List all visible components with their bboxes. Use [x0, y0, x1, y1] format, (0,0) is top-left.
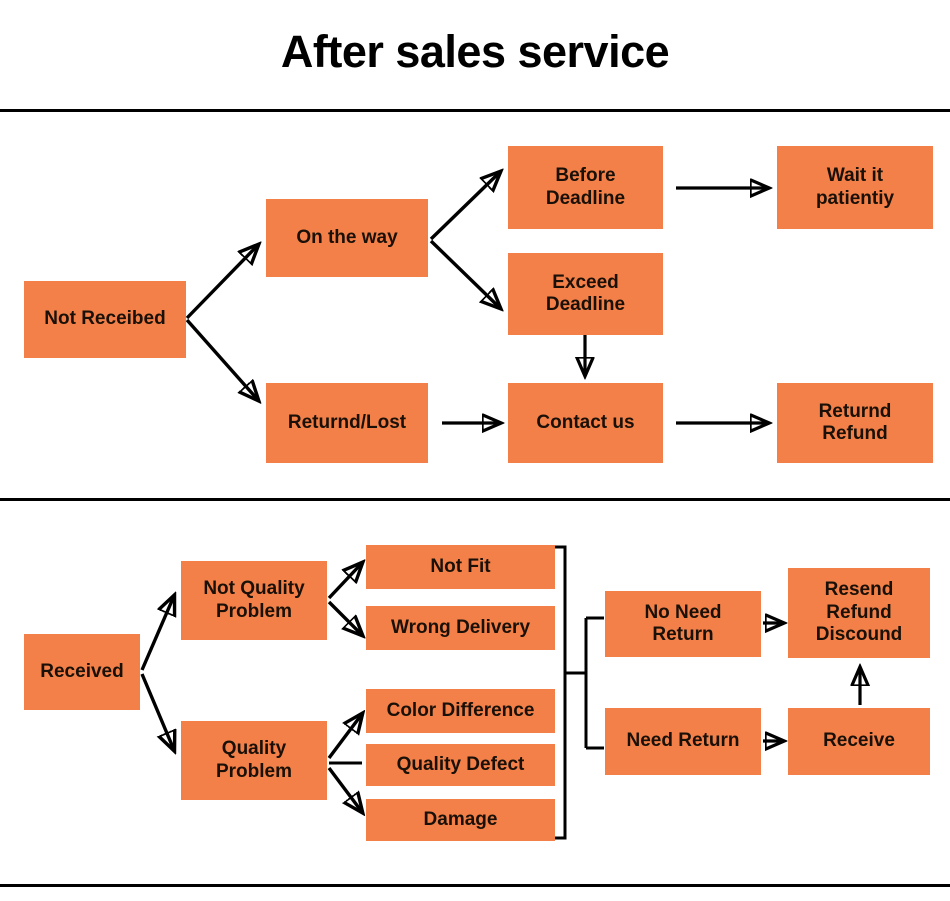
node-returnd-lost[interactable]: Returnd/Lost — [266, 383, 428, 463]
node-receive[interactable]: Receive — [788, 708, 930, 775]
edge-ontheway-exceeddeadline — [429, 239, 500, 308]
node-no-need-return[interactable]: No Need Return — [605, 591, 761, 657]
node-wait-it-patiently[interactable]: Wait it patientiy — [777, 146, 933, 229]
node-not-quality-problem[interactable]: Not Quality Problem — [181, 561, 327, 640]
node-exceed-deadline[interactable]: Exceed Deadline — [508, 253, 663, 335]
node-damage[interactable]: Damage — [366, 799, 555, 841]
edge-received-qualityproblem — [140, 673, 174, 750]
node-not-fit[interactable]: Not Fit — [366, 545, 555, 589]
node-before-deadline[interactable]: Before Deadline — [508, 146, 663, 229]
edge-notreceived-returndlost — [185, 318, 258, 400]
node-received[interactable]: Received — [24, 634, 140, 710]
edge-notreceived-ontheway — [185, 245, 258, 320]
node-resend-refund-discound[interactable]: Resend Refund Discound — [788, 568, 930, 658]
edge-qualityproblem-colordifference — [327, 714, 362, 760]
page-title: After sales service — [280, 26, 670, 77]
node-wrong-delivery[interactable]: Wrong Delivery — [366, 606, 555, 650]
node-contact-us[interactable]: Contact us — [508, 383, 663, 463]
node-need-return[interactable]: Need Return — [605, 708, 761, 775]
node-quality-problem[interactable]: Quality Problem — [181, 721, 327, 800]
node-quality-defect[interactable]: Quality Defect — [366, 744, 555, 786]
edge-notqualityproblem-notfit — [327, 563, 362, 600]
node-on-the-way[interactable]: On the way — [266, 199, 428, 277]
node-returnd-refund[interactable]: Returnd Refund — [777, 383, 933, 463]
node-not-received[interactable]: Not Receibed — [24, 281, 186, 358]
edge-qualityproblem-damage — [327, 766, 362, 812]
edge-received-notqualityproblem — [140, 596, 174, 671]
edge-ontheway-beforedeadline — [429, 172, 500, 241]
edge-notqualityproblem-wrongdelivery — [327, 600, 362, 635]
node-color-difference[interactable]: Color Difference — [366, 689, 555, 733]
divider-middle — [0, 498, 950, 501]
divider-top — [0, 109, 950, 112]
divider-bottom — [0, 884, 950, 887]
